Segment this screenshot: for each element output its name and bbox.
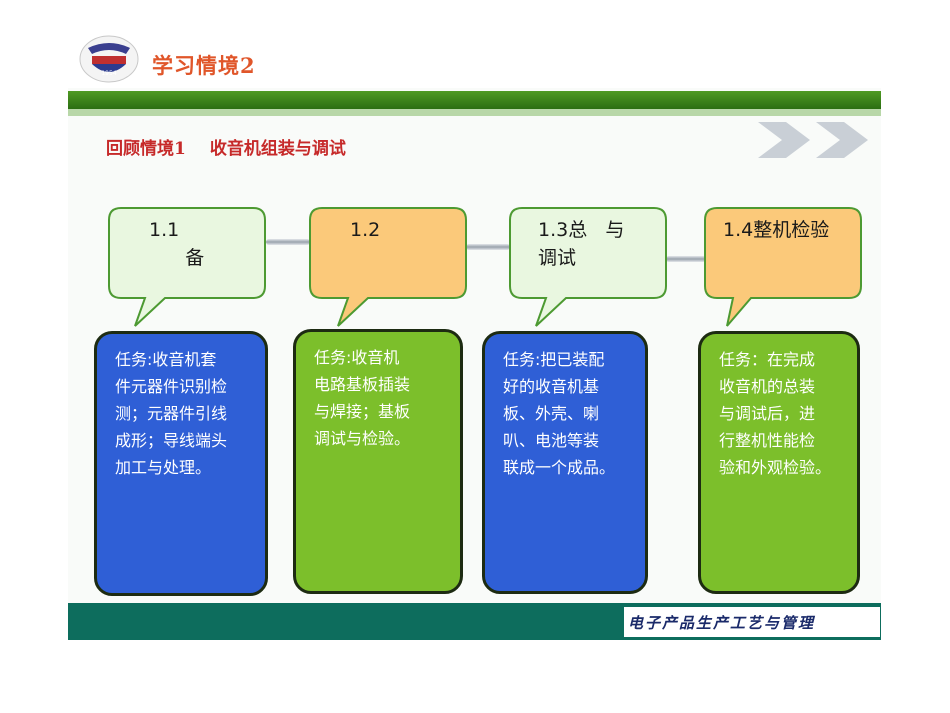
section-heading-context: 回顾情境1 (106, 139, 186, 159)
step-bubble-2: 1.2 (308, 206, 468, 327)
step-connector (266, 239, 310, 245)
task-card-1: 任务:收音机套 件元器件识别检 测；元器件引线 成形；导线端头 加工与处理。 (94, 331, 268, 596)
header-rule (68, 91, 881, 109)
step-connector (666, 256, 706, 262)
step-label: 1.2 (350, 219, 381, 241)
task-card-2: 任务:收音机 电路基板插装 与焊接；基板 调试与检验。 (293, 329, 463, 594)
course-title: 电子产品生产工艺与管理 (628, 614, 816, 632)
footer-label-box (623, 606, 881, 638)
step-connector (466, 244, 510, 250)
header-rule-light (68, 109, 881, 116)
chevron-arrows-icon (758, 118, 878, 162)
step-label: 1.1 备 (149, 219, 205, 269)
university-emblem-icon: 1954 (78, 34, 140, 84)
task-card-4: 任务：在完成 收音机的总装 与调试后，进 行整机性能检 验和外观检验。 (698, 331, 860, 594)
step-label: 1.4整机检验 (723, 219, 830, 241)
step-bubble-1: 1.1 备 (107, 206, 267, 327)
slide: 1954 学习情境2 回顾情境1 收音机组装与调试 1.1 备 1.2 (68, 28, 881, 640)
context-title: 学习情境2 (152, 53, 256, 78)
task-card-3: 任务:把已装配 好的收音机基 板、外壳、喇 叭、电池等装 联成一个成品。 (482, 331, 648, 594)
step-label: 1.3总 与 调试 (538, 219, 625, 269)
header: 1954 学习情境2 (68, 28, 881, 88)
section-heading-topic: 收音机组装与调试 (209, 139, 346, 159)
step-bubble-3: 1.3总 与 调试 (508, 206, 668, 327)
svg-text:1954: 1954 (101, 70, 116, 77)
section-heading: 回顾情境1 收音机组装与调试 (106, 134, 346, 159)
step-bubble-4: 1.4整机检验 (703, 206, 863, 327)
